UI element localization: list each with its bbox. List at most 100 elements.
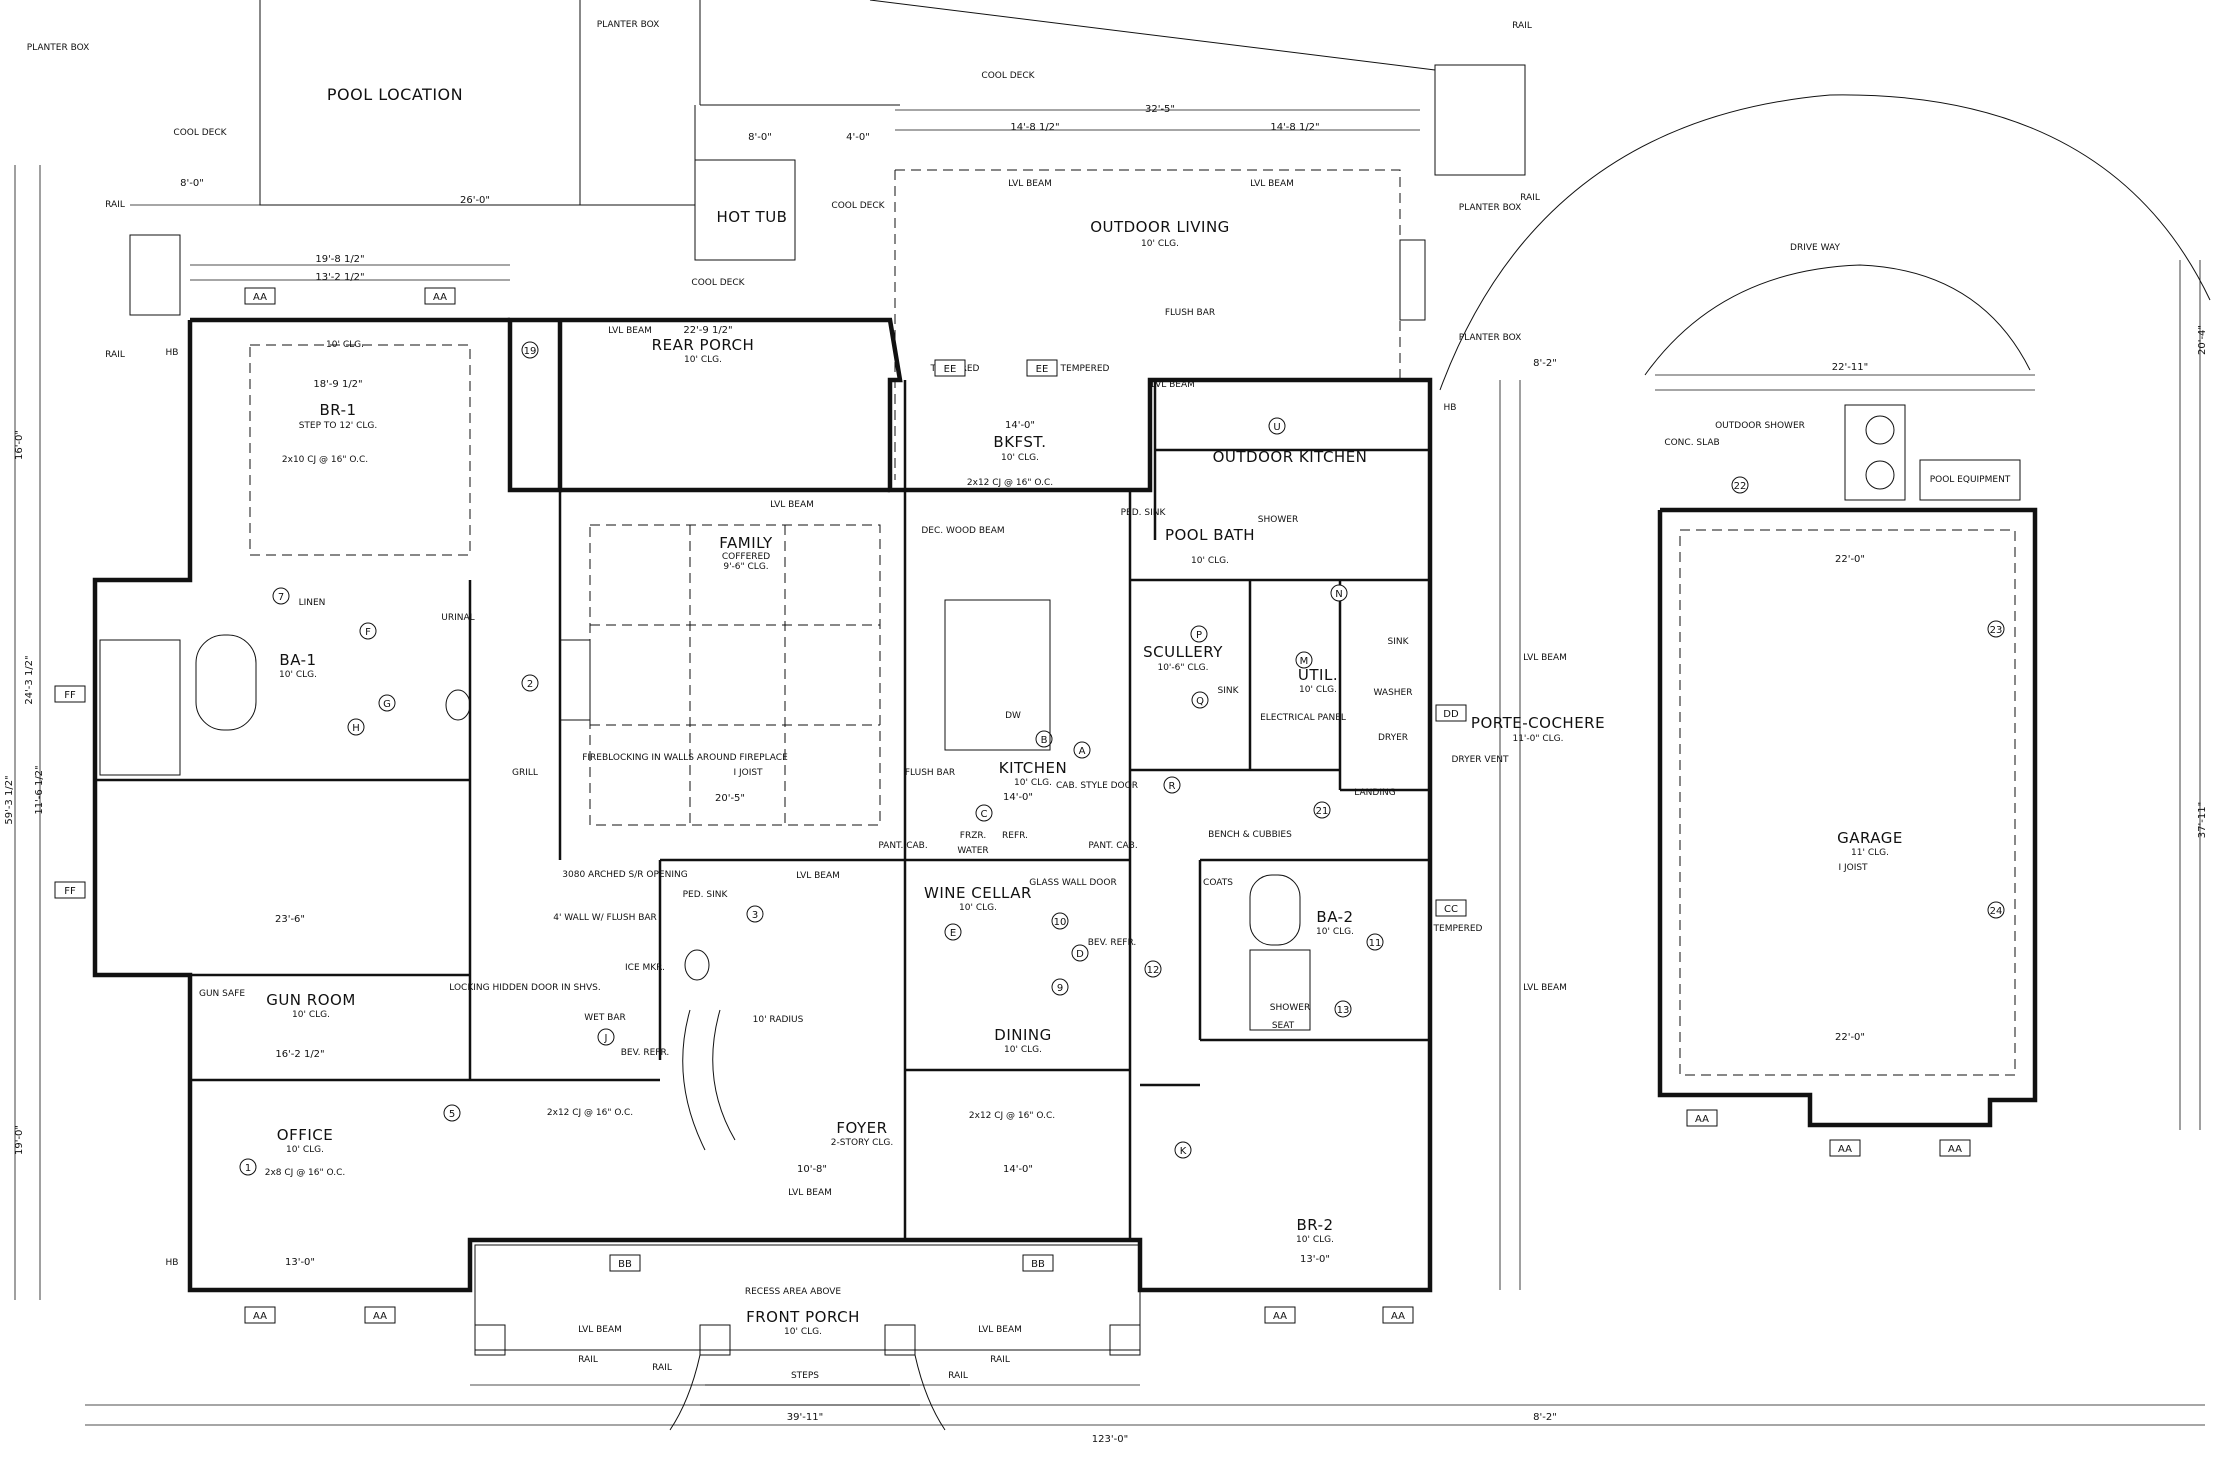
dim-dining-w: 14'-0": [1003, 1164, 1033, 1175]
room-pool-bath: POOL BATH: [1165, 526, 1255, 544]
svg-text:2: 2: [527, 679, 533, 690]
svg-text:J: J: [604, 1033, 608, 1044]
note-grill: GRILL: [512, 768, 538, 778]
fixtures: [99, 599, 1311, 1151]
dim-foyer-w: 10'-8": [797, 1164, 827, 1175]
svg-text:G: G: [383, 699, 391, 710]
dim-kitchen-w: 14'-0": [1003, 792, 1033, 803]
dim-br2-w: 13'-0": [1300, 1254, 1330, 1265]
marker-q: Q: [1191, 691, 1209, 709]
note-lvl-beam-2: LVL BEAM: [1250, 179, 1294, 189]
tag-cc: CC: [1435, 899, 1467, 917]
room-util: UTIL.: [1298, 666, 1338, 684]
svg-text:24: 24: [1990, 906, 2003, 917]
tag-aa-1: AA: [244, 287, 276, 305]
dim-porch-h: 22'-9 1/2": [683, 325, 732, 336]
svg-text:E: E: [950, 928, 956, 939]
room-ba1: BA-1: [279, 651, 316, 669]
note-gun-safe: GUN SAFE: [199, 989, 245, 999]
room-cool-deck-2: COOL DECK: [981, 71, 1035, 81]
note-dec-wood-beam: DEC. WOOD BEAM: [921, 526, 1004, 536]
svg-text:12: 12: [1147, 965, 1160, 976]
marker-1: 1: [239, 1158, 257, 1176]
svg-text:AA: AA: [1273, 1311, 1287, 1322]
room-outdoor-kitchen: OUTDOOR KITCHEN: [1213, 448, 1368, 466]
note-water: WATER: [957, 846, 988, 856]
room-family-sub: COFFERED: [722, 552, 770, 562]
room-drive-way: DRIVE WAY: [1790, 243, 1840, 253]
svg-text:K: K: [1180, 1146, 1187, 1157]
note-lvl-beam-4: LVL BEAM: [770, 500, 814, 510]
svg-text:P: P: [1196, 630, 1202, 641]
svg-text:3: 3: [752, 910, 758, 921]
note-joist-2: 2x12 CJ @ 16" O.C.: [967, 478, 1053, 488]
note-lvl-beam-7: LVL BEAM: [1523, 653, 1567, 663]
room-office-clg: 10' CLG.: [286, 1145, 324, 1155]
marker-h: H: [347, 718, 365, 736]
marker-f: F: [359, 622, 377, 640]
note-pant-cab-2: PANT. CAB.: [1088, 841, 1137, 851]
marker-p: P: [1190, 625, 1208, 643]
svg-text:19: 19: [524, 346, 537, 357]
note-joist-4: 2x8 CJ @ 16" O.C.: [265, 1168, 345, 1178]
dim-outdoor-living-width: 32'-5": [1145, 104, 1175, 115]
note-rail-2: RAIL: [105, 200, 125, 210]
tag-bb-2: BB: [1022, 1254, 1054, 1272]
svg-text:C: C: [981, 809, 988, 820]
svg-text:AA: AA: [1948, 1144, 1962, 1155]
room-porte-cochere: PORTE-COCHERE: [1471, 714, 1605, 732]
dim-br1-w2: 13'-2 1/2": [315, 272, 364, 283]
tag-aa-2: AA: [424, 287, 456, 305]
note-rail-5: RAIL: [578, 1355, 598, 1365]
room-rear-porch-clg: 10' CLG.: [684, 355, 722, 365]
svg-text:D: D: [1076, 949, 1084, 960]
dim-drive-r-2: 8'-2": [1533, 1412, 1557, 1423]
note-joist-5: 2x12 CJ @ 16" O.C.: [969, 1111, 1055, 1121]
svg-text:CC: CC: [1444, 904, 1458, 915]
dim-left-a: 24'-3 1/2": [24, 655, 35, 704]
note-electrical-panel: ELECTRICAL PANEL: [1260, 713, 1346, 723]
room-gun-room-clg: 10' CLG.: [292, 1010, 330, 1020]
dim-front-porch-width: 39'-11": [787, 1412, 823, 1423]
room-ba1-clg: 10' CLG.: [279, 670, 317, 680]
svg-text:11: 11: [1369, 938, 1382, 949]
dim-garage-in-2: 22'-0": [1835, 1032, 1865, 1043]
svg-text:F: F: [365, 627, 371, 638]
tag-dd: DD: [1435, 704, 1467, 722]
stair-icon: [682, 1009, 736, 1151]
room-front-porch: FRONT PORCH: [746, 1308, 860, 1326]
bathtub-icon: [1249, 874, 1301, 946]
marker-k: K: [1174, 1141, 1192, 1159]
shower-icon: [1249, 949, 1311, 1031]
svg-text:10: 10: [1054, 917, 1067, 928]
marker-m: M: [1295, 651, 1313, 669]
dim-gun-w: 16'-2 1/2": [275, 1049, 324, 1060]
note-joist-3: 2x12 CJ @ 16" O.C.: [547, 1108, 633, 1118]
room-pool-location: POOL LOCATION: [327, 85, 463, 104]
note-planter-box-3: PLANTER BOX: [1459, 203, 1522, 213]
room-family-clg: 9'-6" CLG.: [723, 562, 768, 572]
room-pool-bath-clg: 10' CLG.: [1191, 556, 1229, 566]
marker-a: A: [1073, 741, 1091, 759]
svg-text:BB: BB: [618, 1259, 632, 1270]
marker-g: G: [378, 694, 396, 712]
marker-23: 23: [1987, 620, 2005, 638]
marker-10: 10: [1051, 912, 1069, 930]
room-garage-clg: 11' CLG.: [1851, 848, 1889, 858]
marker-d: D: [1071, 944, 1089, 962]
svg-text:AA: AA: [373, 1311, 387, 1322]
note-linen: LINEN: [299, 598, 326, 608]
svg-text:BB: BB: [1031, 1259, 1045, 1270]
note-glass-wall-door: GLASS WALL DOOR: [1029, 878, 1116, 888]
note-arched-opening-1: 3080 ARCHED S/R OPENING: [562, 870, 687, 880]
marker-3: 3: [746, 905, 764, 923]
note-rail-6: RAIL: [990, 1355, 1010, 1365]
tag-aa-8: AA: [1829, 1139, 1861, 1157]
svg-text:7: 7: [278, 592, 284, 603]
note-wet-bar: WET BAR: [584, 1013, 626, 1023]
svg-text:EE: EE: [1036, 364, 1049, 375]
dimension-labels: 123'-0" 39'-11" 32'-5" 14'-8 1/2" 14'-8 …: [4, 104, 2208, 1445]
room-cool-deck-1: COOL DECK: [173, 128, 227, 138]
room-outdoor-living-clg: 10' CLG.: [1141, 239, 1179, 249]
tag-aa-3: AA: [244, 1306, 276, 1324]
